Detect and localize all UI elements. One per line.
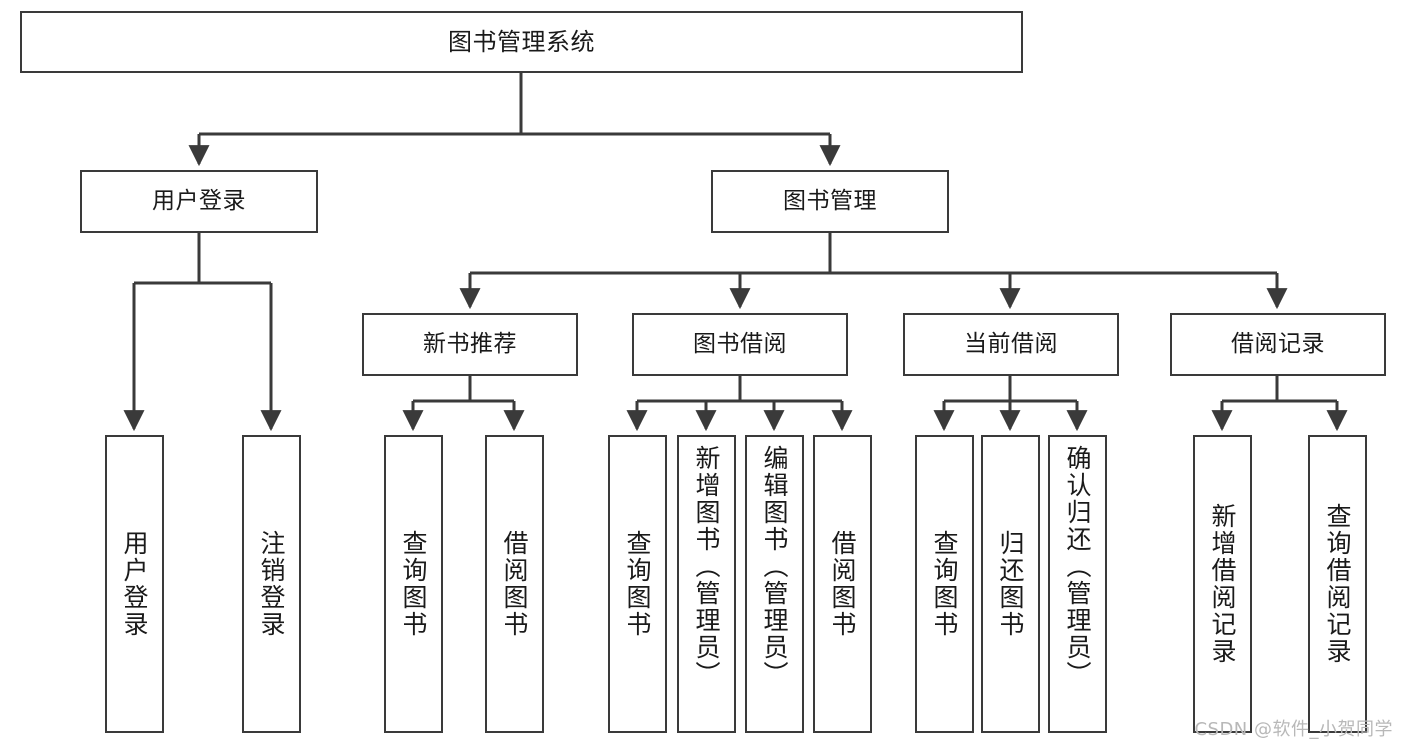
node-user-login-label: 用户登录 [152,187,246,214]
node-leaf-query-record[interactable]: 查询借阅记录 [1308,435,1367,733]
node-leaf-borrow-book-1[interactable]: 借阅图书 [485,435,544,733]
node-leaf-logout-label: 注销登录 [257,530,286,638]
node-leaf-add-record-label: 新增借阅记录 [1208,503,1237,665]
node-leaf-query-book-3-label: 查询图书 [930,530,959,638]
node-leaf-user-login-label: 用户登录 [120,530,149,638]
node-leaf-query-book-1[interactable]: 查询图书 [384,435,443,733]
node-leaf-logout[interactable]: 注销登录 [242,435,301,733]
watermark: CSDN @软件_小贺同学 [1194,719,1393,740]
node-new-book-recommend-label: 新书推荐 [423,330,517,357]
node-borrow-record[interactable]: 借阅记录 [1170,313,1386,376]
node-borrow-record-label: 借阅记录 [1231,330,1325,357]
node-leaf-edit-book-label: 编辑图书（管理员） [760,445,789,688]
node-leaf-return-book-label: 归还图书 [996,530,1025,638]
node-book-manage[interactable]: 图书管理 [711,170,949,233]
node-book-borrow-label: 图书借阅 [693,330,787,357]
node-current-borrow[interactable]: 当前借阅 [903,313,1119,376]
node-leaf-borrow-book-2[interactable]: 借阅图书 [813,435,872,733]
node-leaf-confirm-return[interactable]: 确认归还（管理员） [1048,435,1107,733]
node-root[interactable]: 图书管理系统 [20,11,1023,73]
node-leaf-add-book-label: 新增图书（管理员） [692,445,721,688]
node-leaf-return-book[interactable]: 归还图书 [981,435,1040,733]
node-book-manage-label: 图书管理 [783,187,877,214]
node-leaf-query-book-1-label: 查询图书 [399,530,428,638]
node-leaf-user-login[interactable]: 用户登录 [105,435,164,733]
node-leaf-add-record[interactable]: 新增借阅记录 [1193,435,1252,733]
node-new-book-recommend[interactable]: 新书推荐 [362,313,578,376]
node-leaf-add-book[interactable]: 新增图书（管理员） [677,435,736,733]
node-leaf-confirm-return-label: 确认归还（管理员） [1063,445,1092,688]
node-current-borrow-label: 当前借阅 [964,330,1058,357]
node-leaf-query-book-2-label: 查询图书 [623,530,652,638]
node-leaf-borrow-book-2-label: 借阅图书 [828,530,857,638]
node-book-borrow[interactable]: 图书借阅 [632,313,848,376]
node-leaf-query-book-3[interactable]: 查询图书 [915,435,974,733]
node-leaf-query-record-label: 查询借阅记录 [1323,503,1352,665]
node-user-login[interactable]: 用户登录 [80,170,318,233]
node-leaf-edit-book[interactable]: 编辑图书（管理员） [745,435,804,733]
node-leaf-borrow-book-1-label: 借阅图书 [500,530,529,638]
node-leaf-query-book-2[interactable]: 查询图书 [608,435,667,733]
node-root-label: 图书管理系统 [448,27,595,56]
